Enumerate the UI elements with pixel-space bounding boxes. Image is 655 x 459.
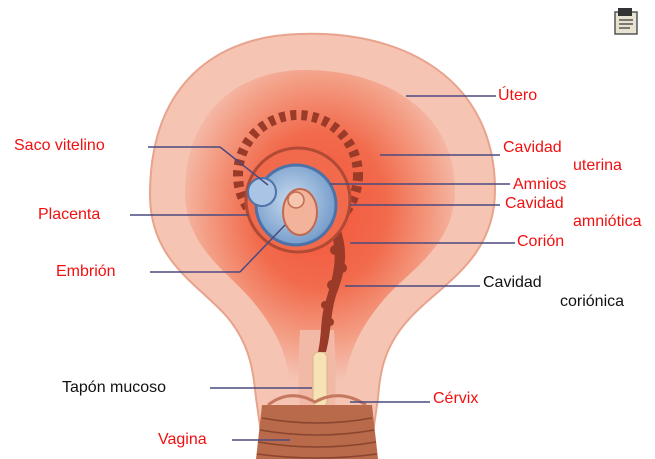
label-saco-vitelino: Saco vitelino — [14, 138, 105, 154]
label-amnios: Amnios — [513, 177, 566, 193]
label-cavidad-amniotica-2: amniótica — [573, 214, 641, 230]
label-cavidad-amniotica-1: Cavidad — [505, 196, 564, 212]
label-tapon-mucoso: Tapón mucoso — [62, 380, 166, 396]
label-vagina: Vagina — [158, 432, 207, 448]
label-placenta: Placenta — [38, 207, 100, 223]
label-cavidad-uterina-1: Cavidad — [503, 140, 562, 156]
label-cavidad-corionica-2: coriónica — [560, 294, 624, 310]
label-corion: Corión — [517, 234, 564, 250]
label-cavidad-corionica-1: Cavidad — [483, 275, 542, 291]
label-embrion: Embrión — [56, 264, 116, 280]
label-cavidad-uterina-2: uterina — [573, 158, 622, 174]
label-cervix: Cérvix — [433, 391, 478, 407]
yolk-sac — [248, 178, 276, 206]
label-utero: Útero — [498, 88, 537, 104]
document-icon[interactable] — [613, 6, 641, 36]
